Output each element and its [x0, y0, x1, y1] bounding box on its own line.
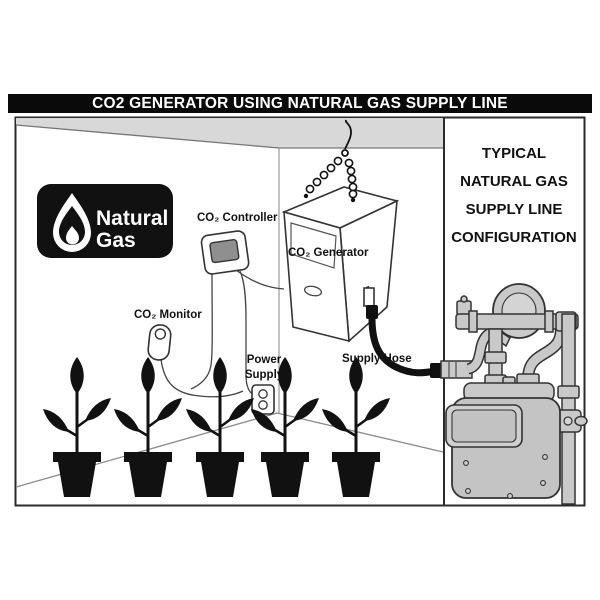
monitor-cable [160, 358, 244, 398]
floor-edge [15, 412, 444, 488]
hanging-chain [303, 119, 358, 203]
controller-cable [190, 270, 213, 390]
controller-screen [209, 238, 240, 264]
logo-text-line2: Gas [96, 229, 136, 252]
rp-title-line3: SUPPLY LINE [466, 201, 563, 218]
title-bar: CO2 GENERATOR USING NATURAL GAS SUPPLY L… [8, 94, 592, 113]
power-label-line1: Power [247, 354, 282, 366]
plant-4 [251, 357, 319, 497]
valve-wing [574, 415, 588, 427]
chain-links-right [344, 158, 358, 199]
hose-fitting-top [366, 305, 378, 319]
chain-knot [341, 149, 349, 157]
supply-hose-line [368, 314, 440, 377]
co2-generator-box [281, 186, 400, 343]
rp-title-line1: TYPICAL [482, 145, 546, 162]
plant-5 [322, 357, 390, 497]
logo-text-line1: Natural [96, 207, 168, 230]
plant-1 [43, 357, 111, 497]
plant-2 [114, 357, 182, 497]
chain-hook-right [350, 197, 356, 203]
generator-handle [303, 285, 323, 297]
ceiling-string [344, 119, 352, 150]
supply-hose-assembly [363, 287, 473, 379]
right-panel-title: TYPICAL NATURAL GAS SUPPLY LINE CONFIGUR… [451, 145, 577, 246]
ceiling-plane [16, 118, 443, 148]
co2-controller-device [200, 230, 250, 275]
riser-pipe [561, 313, 576, 505]
generator-outlet-stub [363, 287, 375, 307]
supply-hose-label: Supply Hose [342, 353, 412, 365]
hose-fitting-end [430, 363, 442, 378]
co2-monitor-device [147, 324, 172, 361]
rp-title-line4: CONFIGURATION [451, 229, 577, 246]
cables [160, 269, 285, 398]
power-label-line2: Supply [245, 369, 284, 381]
plants-row [43, 357, 390, 497]
natural-gas-logo: Natural Gas [37, 184, 173, 258]
plant-3 [186, 357, 254, 497]
chain-hook-left [303, 193, 309, 199]
generator-label: CO₂ Generator [288, 247, 369, 259]
power-cable [239, 270, 257, 397]
title-text: CO2 GENERATOR USING NATURAL GAS SUPPLY L… [92, 94, 508, 112]
chain-links-left [305, 156, 343, 194]
gas-meter [445, 283, 588, 505]
flame-icon [53, 193, 91, 252]
generator-panel [290, 222, 337, 269]
rp-title-line2: NATURAL GAS [460, 173, 568, 190]
room-perspective [15, 118, 444, 488]
meter-bolts [463, 454, 548, 499]
meter-display-window [451, 409, 517, 443]
monitor-label: CO₂ Monitor [134, 309, 202, 321]
power-outlet [251, 384, 275, 415]
controller-label: CO₂ Controller [197, 212, 278, 224]
s-pipe [523, 328, 566, 382]
